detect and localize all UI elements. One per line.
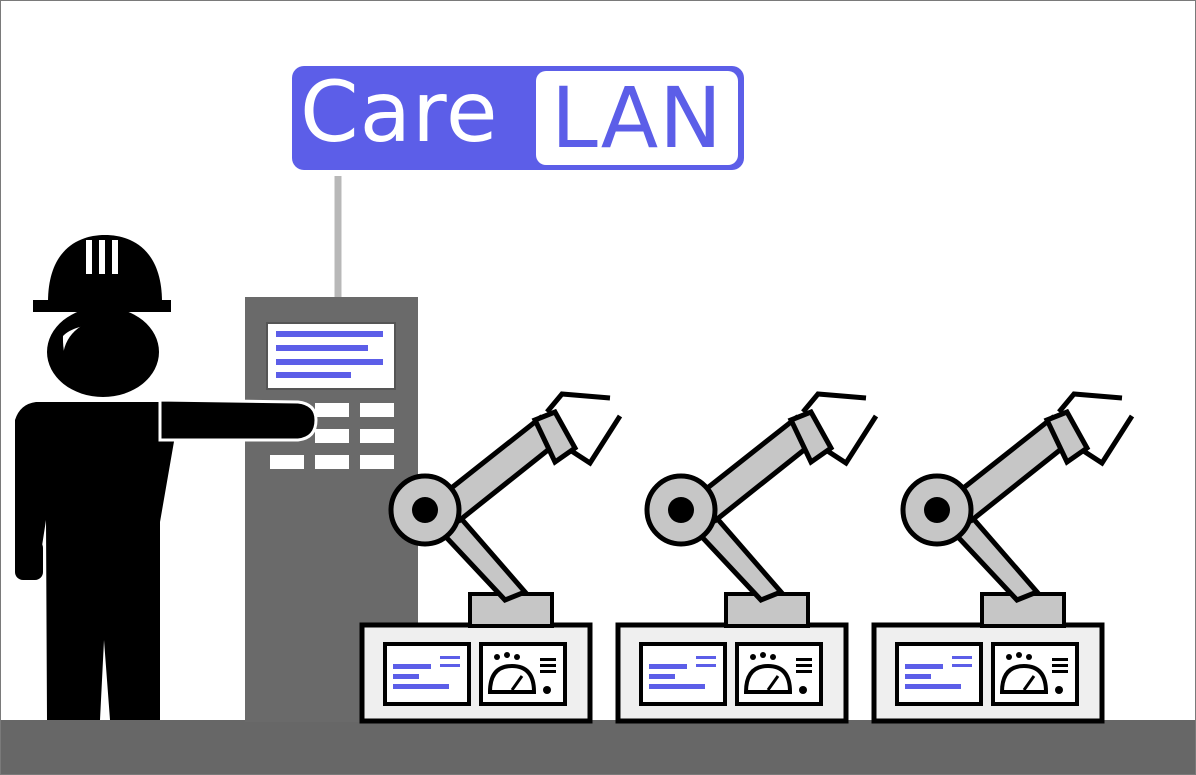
hard-hat-icon <box>33 235 171 312</box>
gauge-icon <box>479 642 567 706</box>
cabinet-screen <box>266 322 396 390</box>
worker <box>15 235 318 720</box>
carelan-logo: Care LAN <box>292 63 744 170</box>
logo-word-care: Care <box>300 63 499 161</box>
status-panel <box>895 642 983 706</box>
floor <box>0 720 1196 775</box>
gauge-icon <box>991 642 1079 706</box>
gauge-icon <box>735 642 823 706</box>
status-panel <box>383 642 471 706</box>
robot-arm-3 <box>871 391 1135 724</box>
robot-arm-1 <box>359 391 623 724</box>
robot-arm-2 <box>615 391 879 724</box>
logo-word-lan: LAN <box>536 71 738 165</box>
status-panel <box>639 642 727 706</box>
cabinet-keypad <box>270 403 394 469</box>
